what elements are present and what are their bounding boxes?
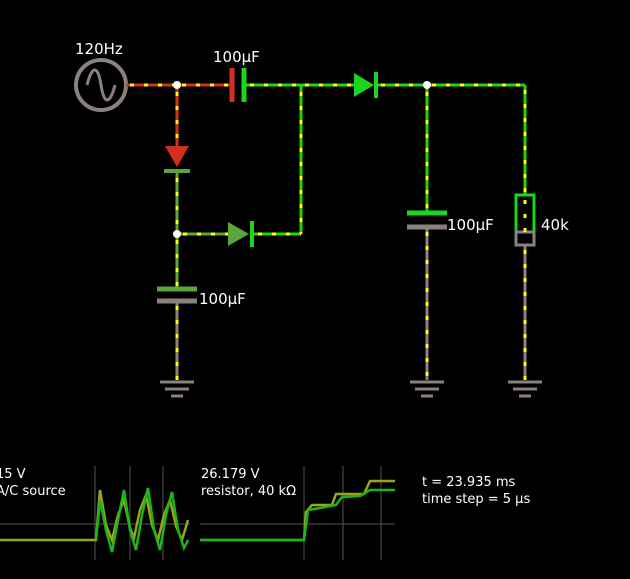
diode-arrow [228,222,249,246]
resistor-label: 40k [541,216,569,234]
sine-wave-icon [85,68,117,102]
diode-left[interactable] [164,146,190,173]
scope-trace-green [94,487,190,553]
capacitor-right-label: 100µF [447,216,494,234]
junction-node[interactable] [423,81,431,89]
ground-middle-icon[interactable] [410,380,444,398]
capacitor-right[interactable] [407,210,447,230]
capacitor-bottom-label: 100µF [199,290,246,308]
diode-middle[interactable] [228,221,254,247]
scope-trace-green [200,488,395,542]
scope-source-name: A/C source [0,484,66,499]
scope-resistor-value: 26.179 V [201,467,260,482]
scope-source[interactable] [0,466,190,560]
scope-resistor-readout: 26.179 V resistor, 40 kΩ [201,466,296,500]
capacitor-top[interactable] [229,68,247,102]
ac-source[interactable] [74,58,128,112]
scope-resistor-name: resistor, 40 kΩ [201,484,297,499]
diode-top[interactable] [354,72,378,98]
junction-node[interactable] [173,230,181,238]
resistor[interactable] [514,193,536,247]
simulation-info: t = 23.935 ms time step = 5 µs [422,474,530,508]
capacitor-top-label: 100µF [213,48,260,66]
diode-arrow [165,146,189,167]
source-frequency-label: 120Hz [75,40,123,58]
ground-right-icon[interactable] [508,380,542,398]
scope-source-value: 15 V [0,467,26,482]
scope-source-readout: 15 V A/C source [0,466,66,500]
ground-left-icon[interactable] [160,380,194,398]
scope-resistor[interactable] [200,466,395,560]
capacitor-bottom[interactable] [157,286,197,304]
simulation-time: t = 23.935 ms [422,475,516,490]
simulation-step: time step = 5 µs [422,492,531,507]
diode-arrow [354,73,374,97]
junction-node[interactable] [173,81,181,89]
